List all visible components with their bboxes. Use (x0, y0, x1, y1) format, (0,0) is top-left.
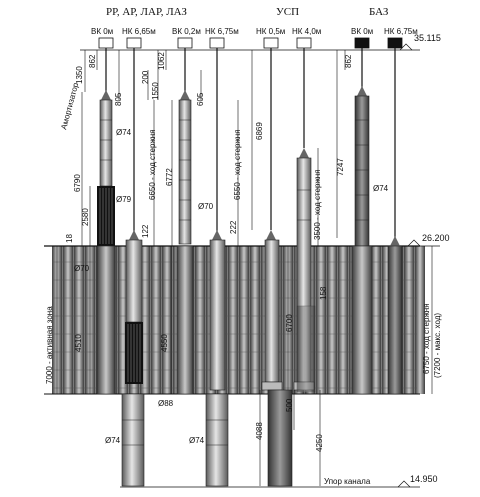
dim-1550: 1550 (151, 82, 160, 100)
active-zone-label: 7000 - активная зона (45, 306, 54, 384)
dim-6700: 6700 (285, 314, 294, 332)
dim-1350: 1350 (75, 66, 84, 84)
damper-label: Амортизатор (59, 81, 80, 130)
dim-2580: 2580 (81, 208, 90, 226)
dim-805: 805 (114, 92, 123, 106)
diameter-label: Ø74 (189, 436, 205, 445)
dim-6869: 6869 (255, 122, 264, 140)
stroke-label-1: 6650 - ход стержня (148, 129, 157, 200)
fuel-assembly-column (151, 246, 161, 394)
drive-label: ВК 0м (91, 27, 113, 36)
fuel-assembly-column (118, 246, 128, 394)
group-title-1: РР, АР, ЛАР, ЛАЗ (106, 6, 187, 18)
suspension-wires (105, 48, 396, 238)
dim-605: 605 (196, 92, 205, 106)
dim-122: 122 (141, 224, 150, 238)
dim-7247: 7247 (336, 158, 345, 176)
fuel-assembly-column (327, 246, 337, 394)
dim-200: 200 (141, 70, 150, 84)
group-title-2: УСП (276, 6, 299, 18)
group-title-3: БАЗ (369, 6, 389, 18)
drive-label: НК 4,0м (292, 27, 321, 36)
dim-18: 18 (65, 234, 74, 243)
fuel-assembly-column (63, 246, 73, 394)
drive-label: ВК 0,2м (172, 27, 201, 36)
fuel-assembly-column (316, 246, 326, 394)
rod-joints (100, 119, 369, 446)
dim-500: 500 (285, 398, 294, 412)
dim-158: 158 (319, 286, 328, 300)
fuel-assembly-column (338, 246, 348, 394)
stroke-max-label: (7200 - макс. ход) (433, 313, 442, 378)
drive-boxes (98, 37, 403, 49)
drive-label: НК 6,75м (384, 27, 418, 36)
drive-label: НК 6,75м (205, 27, 239, 36)
diameter-labels: Ø74 Ø79 Ø70 Ø70 Ø74 Ø88 Ø74 Ø74 (74, 128, 389, 445)
elevation-markers: 35.115 26.200 14.950 (397, 33, 450, 488)
channel-stop-label: Упор канала (324, 477, 371, 486)
dim-4510: 4510 (74, 334, 83, 352)
dim-4550: 4550 (160, 334, 169, 352)
dim-1062: 1062 (157, 52, 166, 70)
fuel-assembly-column (371, 246, 381, 394)
diameter-label: Ø70 (74, 264, 90, 273)
fuel-assembly-column (195, 246, 205, 394)
dimension-lines (56, 50, 433, 486)
stroke-label-3: 3500 - ход стержня (313, 169, 322, 240)
drive-label: ВК 0м (351, 27, 373, 36)
fuel-assembly-column (74, 246, 84, 394)
dim-222: 222 (229, 220, 238, 234)
diameter-label: Ø74 (105, 436, 121, 445)
fuel-assembly-column (162, 246, 172, 394)
rods (96, 86, 403, 487)
diameter-label: Ø74 (116, 128, 132, 137)
elevation-top: 35.115 (414, 33, 441, 43)
elevation-bottom: 14.950 (410, 474, 438, 484)
dimension-values: 1350 862 805 200 1062 1550 605 6869 862 … (65, 52, 353, 452)
diameter-label: Ø70 (198, 202, 214, 211)
fuel-assembly-column (382, 246, 392, 394)
dim-862-a: 862 (88, 54, 97, 68)
fuel-assembly-column (140, 246, 150, 394)
diameter-label: Ø79 (116, 195, 132, 204)
fuel-assembly-column (250, 246, 260, 394)
fuel-assembly-column (228, 246, 238, 394)
dim-4088: 4088 (255, 422, 264, 440)
fuel-assembly-column (239, 246, 249, 394)
stroke-right-label: 6750 - ход стержня (422, 303, 431, 374)
diameter-label: Ø74 (373, 184, 389, 193)
stroke-label-2: 6550 - ход стержня (233, 129, 242, 200)
dim-6772: 6772 (165, 168, 174, 186)
fuel-assembly-column (415, 246, 425, 394)
drive-labels: ВК 0м НК 6,65м ВК 0,2м НК 6,75м НК 0,5м … (91, 27, 418, 36)
fuel-assembly-column (404, 246, 414, 394)
dim-4250: 4250 (315, 434, 324, 452)
drive-label: НК 0,5м (256, 27, 285, 36)
elevation-core-top: 26.200 (422, 233, 450, 243)
drive-label: НК 6,65м (122, 27, 156, 36)
dim-6790: 6790 (73, 174, 82, 192)
dim-862-b: 862 (344, 54, 353, 68)
diameter-label: Ø88 (158, 399, 174, 408)
